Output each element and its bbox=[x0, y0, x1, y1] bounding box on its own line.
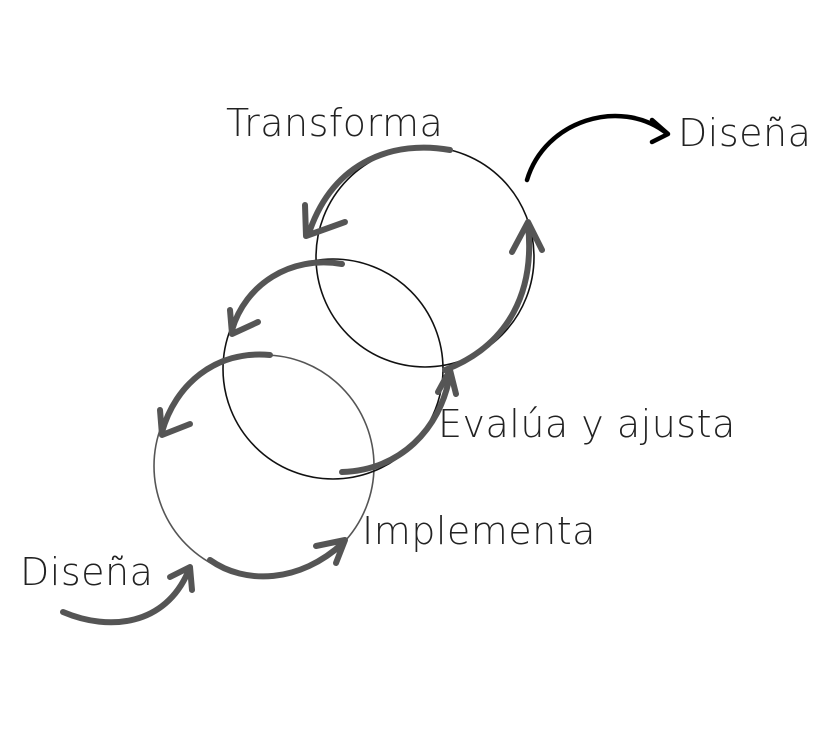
implementa-arrow-head bbox=[313, 537, 348, 566]
label-disena-top: Diseña bbox=[678, 111, 812, 155]
top-right-arc bbox=[442, 222, 533, 373]
label-disena-bottom: Diseña bbox=[20, 550, 154, 594]
exit-arrow-curve bbox=[524, 113, 668, 183]
top-right-arrow-head bbox=[509, 219, 545, 255]
implementa-arc bbox=[207, 540, 346, 580]
evalua-arc bbox=[339, 372, 453, 475]
label-implementa: Implementa bbox=[362, 509, 596, 553]
transforma-arrow-head bbox=[302, 202, 348, 239]
label-evalua-y-ajusta: Evalúa y ajusta bbox=[438, 402, 736, 446]
transforma-arc bbox=[307, 144, 453, 233]
entry-arrow-curve bbox=[60, 569, 191, 626]
bottom-left-arrow-head bbox=[157, 407, 193, 438]
middle-left-arrow-head bbox=[227, 307, 261, 337]
bottom-left-arc bbox=[159, 351, 273, 435]
label-transforma: Transforma bbox=[226, 101, 444, 145]
exit-arrow-head bbox=[649, 117, 671, 145]
entry-arrow-head bbox=[167, 564, 195, 593]
middle-left-arc bbox=[229, 259, 345, 333]
